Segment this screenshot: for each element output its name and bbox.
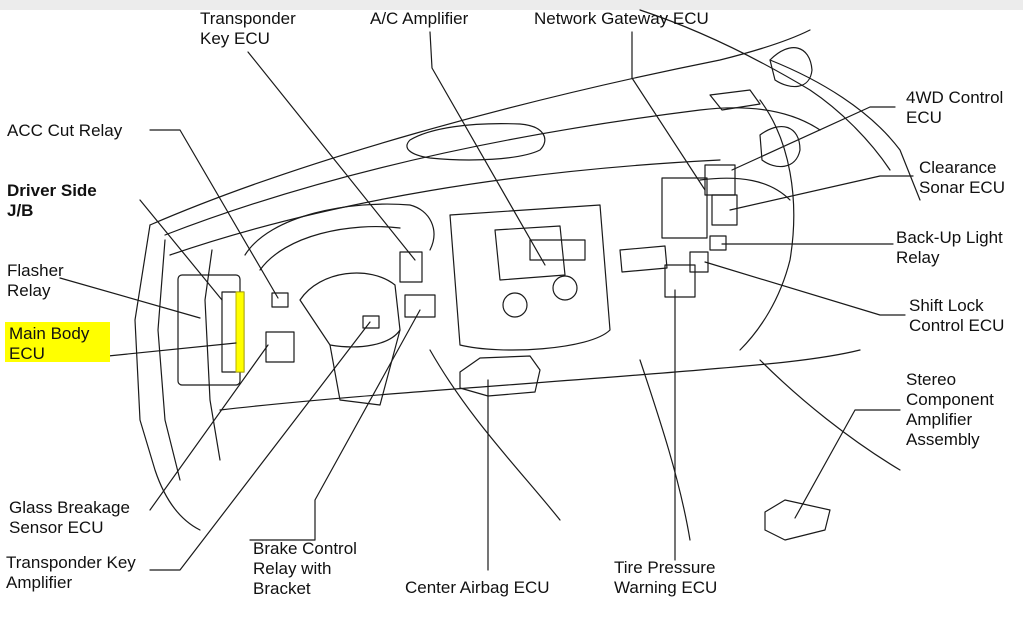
dashboard-top-edge bbox=[149, 29, 811, 226]
main-body-ecu-highlight bbox=[235, 291, 245, 373]
leader-transponder-key-ecu bbox=[247, 51, 416, 261]
leader-acc-cut-relay bbox=[149, 129, 279, 299]
floor-line-right bbox=[759, 359, 901, 471]
leader-driver-jb bbox=[139, 199, 223, 301]
cluster-inner bbox=[259, 225, 401, 271]
steering-column bbox=[299, 272, 401, 348]
ac-amplifier-box bbox=[529, 239, 586, 261]
center-vent-right bbox=[619, 245, 668, 273]
label-transponder-key-amplifier: Transponder Key Amplifier bbox=[6, 553, 136, 592]
backup-relay-box bbox=[709, 235, 727, 251]
leader-ac-amplifier bbox=[429, 31, 546, 266]
label-flasher-relay: Flasher Relay bbox=[7, 261, 64, 300]
label-shift-lock-control-ecu: Shift Lock Control ECU bbox=[909, 296, 1005, 335]
right-vent-round bbox=[769, 47, 813, 88]
windshield-edge bbox=[639, 9, 891, 171]
left-panel-inner bbox=[157, 239, 181, 481]
console-line bbox=[429, 349, 561, 521]
leader-flasher-relay bbox=[59, 277, 201, 319]
acc-cut-relay-box bbox=[271, 292, 289, 308]
transponder-amp-box bbox=[362, 315, 380, 329]
center-screen bbox=[494, 225, 566, 281]
lower-dash bbox=[219, 349, 861, 411]
clearance-sonar-box bbox=[711, 194, 738, 226]
label-driver-side-jb: Driver Side J/B bbox=[7, 181, 97, 220]
stereo-amp-box bbox=[764, 499, 831, 541]
left-panel bbox=[134, 224, 201, 531]
cluster-hood bbox=[244, 203, 435, 256]
shift-lock-box bbox=[689, 251, 709, 273]
center-airbag-box bbox=[459, 355, 541, 397]
header-strip bbox=[0, 0, 1023, 10]
label-tire-pressure-warning-ecu: Tire Pressure Warning ECU bbox=[614, 558, 718, 597]
label-center-airbag-ecu: Center Airbag ECU bbox=[405, 578, 550, 597]
label-transponder-key-ecu: Transponder Key ECU bbox=[200, 9, 296, 48]
knob-left bbox=[502, 292, 528, 318]
leader-shift-lock bbox=[704, 261, 906, 316]
right-panel bbox=[739, 99, 795, 351]
right-glovebox bbox=[699, 177, 791, 201]
fourwd-box bbox=[704, 164, 736, 196]
vent-bump bbox=[406, 123, 546, 161]
leader-4wd bbox=[731, 106, 896, 171]
dash-face-line bbox=[169, 159, 721, 256]
label-main-body-ecu: Main Body ECU bbox=[5, 322, 110, 363]
top-vent-right bbox=[709, 89, 761, 111]
transponder-ecu-box bbox=[399, 251, 423, 283]
tire-pressure-box bbox=[664, 264, 696, 298]
right-door-line bbox=[769, 59, 921, 201]
right-vent-round-2 bbox=[759, 126, 801, 168]
dash-upper-contour bbox=[164, 107, 821, 236]
leader-main-body-ecu bbox=[107, 342, 237, 357]
label-acc-cut-relay: ACC Cut Relay bbox=[7, 121, 123, 140]
label-ac-amplifier: A/C Amplifier bbox=[370, 9, 469, 28]
label-clearance-sonar-ecu: Clearance Sonar ECU bbox=[919, 158, 1005, 197]
column-lower bbox=[329, 329, 401, 406]
label-back-up-light-relay: Back-Up Light Relay bbox=[896, 228, 1003, 267]
center-stack bbox=[449, 204, 611, 351]
leader-transponder-amp bbox=[149, 321, 371, 571]
label-4wd-control-ecu: 4WD Control ECU bbox=[906, 88, 1004, 127]
glass-breakage-box bbox=[265, 331, 295, 363]
leader-clearance-sonar bbox=[729, 175, 914, 211]
console-right bbox=[639, 359, 691, 541]
leader-stereo bbox=[794, 409, 901, 519]
label-stereo-component-amplifier: Stereo Component Amplifier Assembly bbox=[906, 370, 994, 449]
brake-relay-box bbox=[404, 294, 436, 318]
leader-network-gateway bbox=[631, 31, 706, 191]
leader-glass-breakage bbox=[149, 344, 269, 511]
label-brake-control-relay: Brake Control Relay with Bracket bbox=[253, 539, 357, 598]
leader-brake-relay bbox=[249, 309, 421, 541]
label-glass-breakage-sensor-ecu: Glass Breakage Sensor ECU bbox=[9, 498, 130, 537]
knob-right bbox=[552, 275, 578, 301]
label-network-gateway-ecu: Network Gateway ECU bbox=[534, 9, 709, 28]
network-gateway-box bbox=[661, 177, 708, 239]
